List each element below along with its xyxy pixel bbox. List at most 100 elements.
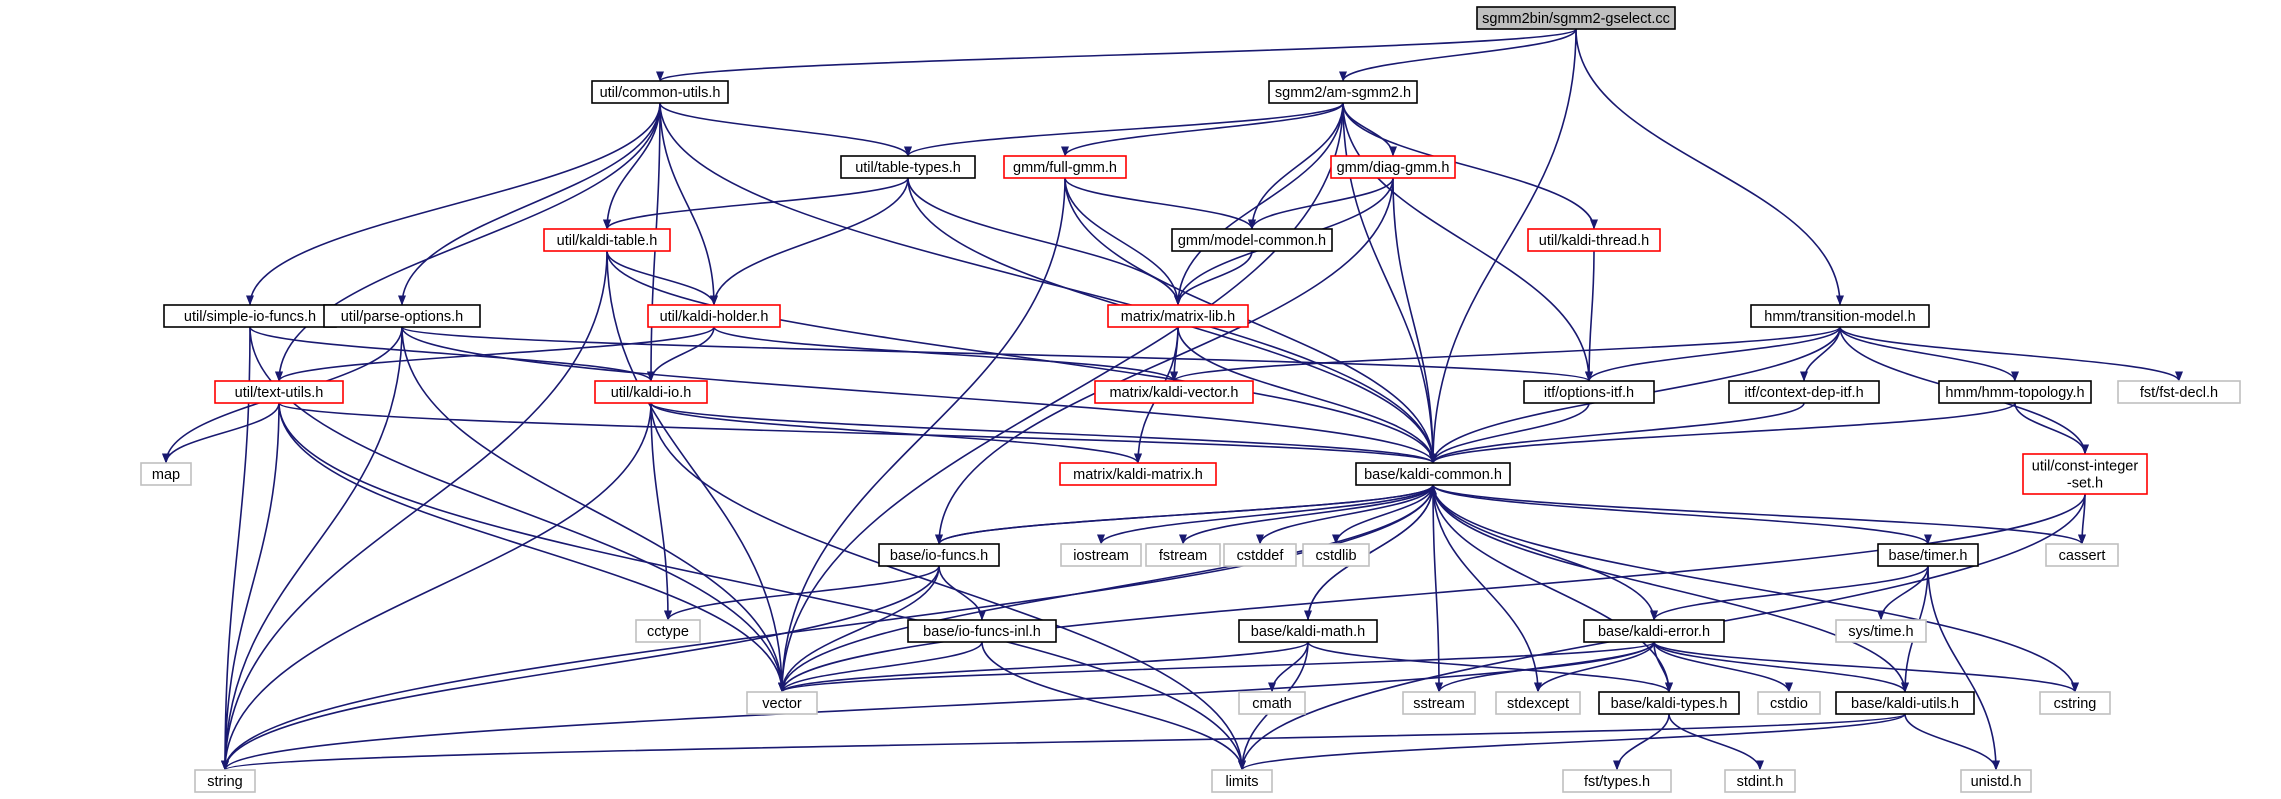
node-box [1060,543,1142,567]
edge-full_gmm-to-matrix_lib [1064,177,1182,306]
node-box [1583,619,1725,643]
node-box [1835,691,1975,715]
edge-transition_model-to-options_itf [1585,326,1841,382]
node-kaldi-io[interactable]: util/kaldi-io.h [594,380,708,404]
node-label: hmm/hmm-topology.h [1945,385,2084,401]
node-simple-io[interactable]: util/simple-io-funcs.h [163,304,337,328]
node-kaldi-matrix[interactable]: matrix/kaldi-matrix.h [1059,462,1217,486]
node-kaldi-holder[interactable]: util/kaldi-holder.h [647,304,781,328]
node-kaldi-error[interactable]: base/kaldi-error.h [1583,619,1725,643]
edge-parse_options-to-options_itf [401,326,1593,382]
edge-diag_gmm-to-kaldi_common [1392,177,1437,464]
node-label: hmm/transition-model.h [1764,309,1916,325]
edge-table_types-to-kaldi_holder [710,177,909,306]
node-kaldi-types[interactable]: base/kaldi-types.h [1598,691,1740,715]
node-text-utils[interactable]: util/text-utils.h [214,380,344,404]
node-timer[interactable]: base/timer.h [1877,543,1979,567]
edge-io_funcs-to-string [221,565,940,771]
node-diag-gmm[interactable]: gmm/diag-gmm.h [1330,155,1456,179]
node-label: util/table-types.h [855,160,961,176]
node-stdint: stdint.h [1724,769,1796,793]
edge-am_sgmm2-to-matrix_lib [1174,102,1344,306]
node-kaldi-common[interactable]: base/kaldi-common.h [1355,462,1511,486]
node-label: cstring [2054,696,2097,712]
node-table-types[interactable]: util/table-types.h [840,155,976,179]
edge-io_funcs-to-io_funcs_inl [938,565,986,621]
node-kaldi-vector[interactable]: matrix/kaldi-vector.h [1094,380,1254,404]
edge-text_utils-to-kaldi_common [278,402,1437,464]
edge-kaldi_common-to-stdexcept [1432,484,1542,693]
edge-kaldi_io-to-kaldi_common [650,402,1437,464]
edge-transition_model-to-hmm_topology [1839,326,2019,382]
node-map: map [140,462,192,486]
nodes-layer: sgmm2bin/sgmm2-gselect.cc util/common-uti… [140,6,2241,793]
edge-kaldi_io-to-limits [650,402,1246,771]
edge-kaldi_io-to-cctype [650,402,672,621]
node-label: fst/types.h [1584,774,1650,790]
node-matrix-lib[interactable]: matrix/matrix-lib.h [1107,304,1249,328]
node-common-utils[interactable]: util/common-utils.h [591,80,729,104]
edge-kaldi_error-to-cstdio [1653,641,1793,693]
node-kaldi-thread[interactable]: util/kaldi-thread.h [1527,228,1661,252]
node-hmm-topology[interactable]: hmm/hmm-topology.h [1938,380,2092,404]
node-box [1495,691,1581,715]
node-box [214,380,344,404]
node-label: base/kaldi-utils.h [1851,696,1959,712]
node-label: base/io-funcs-inl.h [923,624,1041,640]
edge-root-to-am_sgmm2 [1339,28,1577,82]
edge-kaldi_common-to-kaldi_types [1432,484,1673,693]
edge-kaldi_utils-to-unistd [1904,713,2000,771]
edge-kaldi_math-to-kaldi_common [1307,484,1437,621]
node-box [543,228,671,252]
edge-kaldi_error-to-vector [778,641,1655,693]
node-options-itf[interactable]: itf/options-itf.h [1523,380,1655,404]
node-box [635,619,701,643]
edge-parse_options-to-vector [401,326,786,693]
edge-kaldi_common-to-kaldi_utils [1432,484,1909,693]
node-am-sgmm2[interactable]: sgmm2/am-sgmm2.h [1268,80,1418,104]
edge-matrix_lib-to-kaldi_common [1177,326,1437,464]
edge-transition_model-to-fst_decl [1839,326,2183,382]
node-model-common[interactable]: gmm/model-common.h [1171,228,1333,252]
node-transition-model[interactable]: hmm/transition-model.h [1750,304,1930,328]
node-cstdio: cstdio [1757,691,1821,715]
node-label: gmm/model-common.h [1178,233,1326,249]
edge-kaldi_common-to-cassert [1432,484,2086,545]
node-label: util/const-integer-set.h [2032,459,2139,492]
edge-kaldi_types-to-fst_types [1613,713,1670,771]
node-box [2022,453,2148,495]
node-root[interactable]: sgmm2bin/sgmm2-gselect.cc [1476,6,1676,30]
node-box [1171,228,1333,252]
edge-kaldi_holder-to-text_utils [275,326,715,382]
node-cstddef: cstddef [1223,543,1297,567]
node-context-dep-itf[interactable]: itf/context-dep-itf.h [1728,380,1880,404]
node-kaldi-utils[interactable]: base/kaldi-utils.h [1835,691,1975,715]
edge-full_gmm-to-kaldi_common [1064,177,1437,464]
node-io-funcs-inl[interactable]: base/io-funcs-inl.h [907,619,1057,643]
node-label: matrix/kaldi-matrix.h [1073,467,1203,483]
edge-kaldi_math-to-kaldi_types [1307,641,1673,693]
node-box [1598,691,1740,715]
node-kaldi-math[interactable]: base/kaldi-math.h [1238,619,1378,643]
edge-kaldi_common-to-fstream [1179,484,1434,545]
edge-kaldi_error-to-string [221,641,1655,771]
edge-diag_gmm-to-model_common [1248,177,1394,230]
node-cstring: cstring [2039,691,2111,715]
edge-hmm_topology-to-kaldi_common [1429,402,2016,464]
node-label: gmm/full-gmm.h [1013,160,1117,176]
node-kaldi-table[interactable]: util/kaldi-table.h [543,228,671,252]
node-label: util/kaldi-table.h [557,233,658,249]
node-io-funcs[interactable]: base/io-funcs.h [878,543,1000,567]
node-label: matrix/matrix-lib.h [1121,309,1235,325]
node-box [746,691,818,715]
node-box [907,619,1057,643]
node-label: sys/time.h [1848,624,1913,640]
edge-root-to-common_utils [656,28,1577,82]
node-label: cassert [2059,548,2106,564]
node-const-integer-set[interactable]: util/const-integer-set.h [2022,453,2148,495]
node-full-gmm[interactable]: gmm/full-gmm.h [1003,155,1127,179]
edge-parse_options-to-string [221,326,403,771]
node-unistd: unistd.h [1960,769,2032,793]
node-box [2045,543,2119,567]
node-parse-options[interactable]: util/parse-options.h [323,304,481,328]
